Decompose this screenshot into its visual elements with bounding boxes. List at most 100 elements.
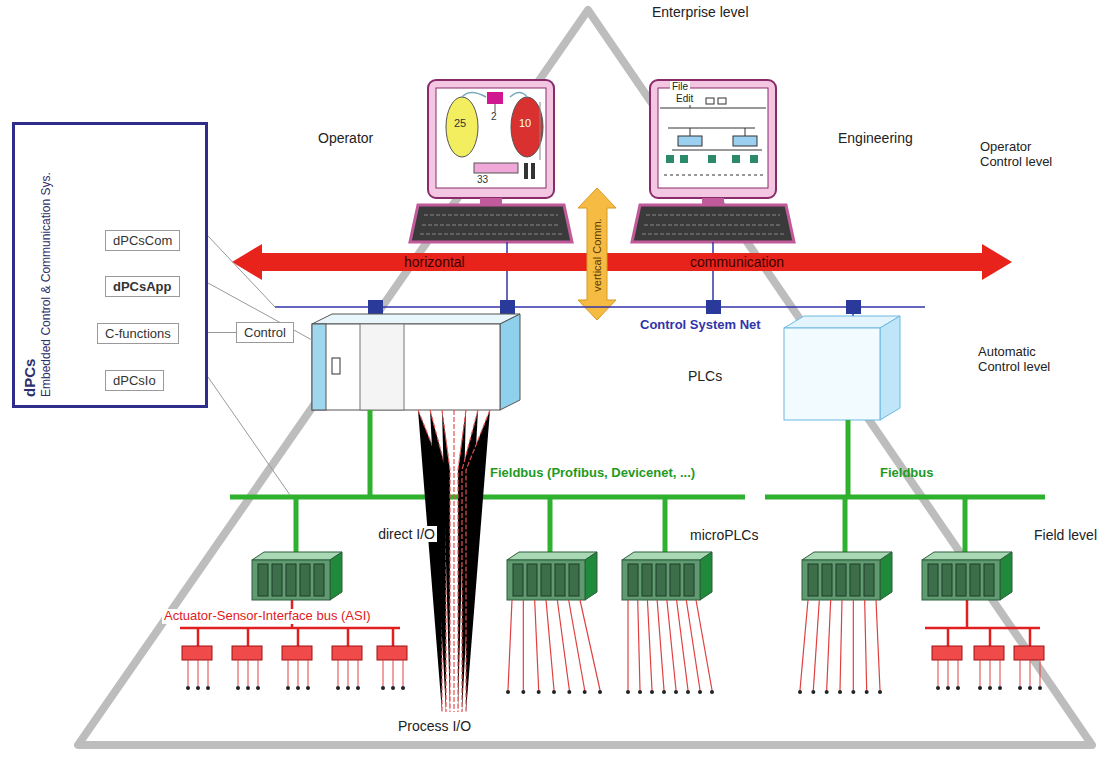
stroke [256, 686, 260, 690]
screen-text: File [670, 81, 690, 93]
micro-plc [802, 552, 892, 600]
sensor [182, 646, 212, 660]
stroke [998, 686, 1002, 690]
stroke [523, 600, 524, 690]
stroke [272, 564, 282, 596]
stroke [638, 600, 640, 690]
module-box: C-functions [97, 323, 179, 344]
stroke [535, 600, 539, 690]
stroke [288, 660, 289, 686]
plc-rack [312, 314, 520, 410]
stroke [330, 552, 342, 600]
stroke [647, 600, 652, 690]
sensor [974, 646, 1004, 660]
stroke [508, 600, 512, 690]
fieldbus-lines [230, 410, 1045, 556]
stroke [585, 552, 597, 600]
stroke [198, 660, 199, 686]
module-name: dPCsCom [113, 233, 172, 248]
level-label: horizontal [404, 254, 465, 270]
stroke [513, 564, 523, 596]
stroke [686, 690, 690, 694]
stroke [238, 660, 239, 686]
stroke [208, 660, 209, 686]
stroke [348, 660, 349, 686]
stroke [956, 564, 966, 596]
stroke [527, 564, 537, 596]
stroke [710, 690, 714, 694]
stroke [401, 686, 405, 690]
module-name: dPCsApp [113, 279, 172, 294]
level-label: Enterprise level [652, 4, 749, 20]
stroke [627, 600, 628, 690]
stroke [506, 690, 510, 694]
stroke [628, 564, 638, 596]
stroke [598, 690, 602, 694]
operator-computer [410, 80, 572, 242]
system-description: Embedded Control & Communication Sys. [39, 141, 53, 397]
level-label: Engineering [838, 130, 913, 146]
micro-plc [622, 552, 712, 600]
stroke [670, 564, 680, 596]
stroke [306, 686, 310, 690]
system-box: dPCsEmbedded Control & Communication Sys… [12, 122, 208, 408]
plc-rack [784, 316, 900, 420]
stroke [252, 552, 342, 560]
level-label: Process I/O [396, 718, 473, 734]
stroke [286, 686, 290, 690]
stroke [246, 686, 250, 690]
stroke [813, 600, 819, 690]
leader-line [208, 377, 290, 495]
module-name: C-functions [105, 326, 171, 341]
stroke [990, 660, 991, 686]
direct-io-bundle [418, 410, 490, 712]
stroke [403, 660, 404, 686]
stroke [656, 564, 666, 596]
screen-text: 2 [491, 111, 497, 123]
screen-text: 10 [519, 117, 531, 130]
stroke [880, 552, 892, 600]
level-label: Control System Net [640, 318, 761, 333]
stroke [1028, 686, 1032, 690]
stroke [956, 686, 960, 690]
stroke [555, 564, 565, 596]
screen-text: Edit [674, 93, 695, 105]
system-name: dPCs [21, 141, 39, 397]
stroke [850, 564, 860, 596]
sensor [332, 646, 362, 660]
stroke [1020, 660, 1021, 686]
stroke [984, 564, 994, 596]
stroke [356, 686, 360, 690]
module-box: dPCsIo [105, 370, 164, 391]
stroke [811, 690, 815, 694]
sensor [232, 646, 262, 660]
stroke [798, 690, 802, 694]
stroke [696, 600, 712, 690]
stroke [1018, 686, 1022, 690]
stroke [698, 690, 702, 694]
stroke [1000, 660, 1001, 686]
module-name: dPCsIo [113, 373, 156, 388]
micro-plc [252, 552, 342, 600]
stroke [521, 690, 525, 694]
stroke [1038, 686, 1042, 690]
stroke [638, 690, 642, 694]
sensor [377, 646, 407, 660]
stroke [537, 690, 541, 694]
stroke [626, 690, 630, 694]
stroke [391, 686, 395, 690]
vertical-arrow [578, 188, 616, 320]
stroke [674, 690, 678, 694]
stroke [314, 564, 324, 596]
stroke [393, 660, 394, 686]
stroke [642, 564, 652, 596]
stroke [258, 564, 268, 596]
stroke [948, 660, 949, 686]
stroke [802, 552, 892, 560]
stroke [580, 600, 600, 690]
stroke [942, 564, 952, 596]
stroke [569, 600, 585, 690]
stroke [838, 690, 842, 694]
stroke [808, 564, 818, 596]
stroke [836, 564, 846, 596]
